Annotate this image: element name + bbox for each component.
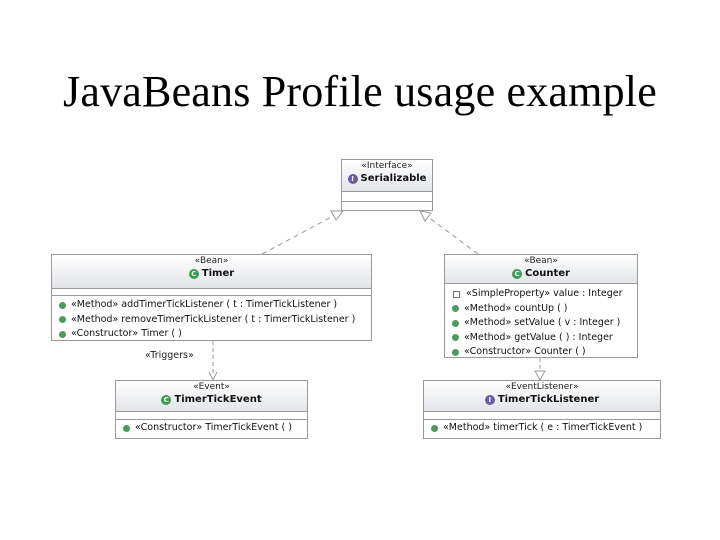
interface-icon: I — [347, 173, 358, 184]
timer-name: Timer — [201, 268, 235, 279]
attribute: «SimpleProperty» value : Integer — [452, 287, 637, 302]
class-timer-tick-event[interactable]: «Event» C TimerTickEvent «Constructor» T… — [115, 380, 308, 439]
class-icon: C — [512, 268, 523, 279]
serializable-arrowhead-right — [419, 210, 432, 222]
property-icon — [453, 290, 460, 298]
timer-tick-event-name: TimerTickEvent — [174, 394, 262, 405]
method-icon — [59, 330, 66, 338]
timer-realizes-serializable-line — [261, 214, 336, 255]
operation: «Constructor» TimerTickEvent ( ) — [123, 421, 307, 436]
operation: «Method» setValue ( v : Integer ) — [452, 316, 637, 331]
operation: «Method» countUp ( ) — [452, 302, 637, 317]
counter-stereotype: «Bean» — [524, 256, 558, 266]
counter-name: Counter — [525, 268, 570, 279]
timer-stereotype: «Bean» — [194, 256, 229, 266]
class-counter[interactable]: «Bean» C Counter «SimpleProperty» value … — [444, 254, 638, 358]
timer-tick-event-operations: «Constructor» TimerTickEvent ( ) — [116, 420, 307, 438]
method-icon — [123, 424, 130, 432]
class-icon: C — [161, 394, 172, 405]
operation: «Constructor» Timer ( ) — [59, 327, 371, 342]
class-timer-tick-listener[interactable]: «EventListener» I TimerTickListener «Met… — [423, 380, 661, 439]
method-icon — [452, 334, 459, 342]
timer-tick-listener-name: TimerTickListener — [497, 394, 600, 405]
timer-operations: «Method» addTimerTickListener ( t : Time… — [52, 296, 371, 344]
listener-arrowhead — [534, 370, 546, 382]
method-icon — [59, 301, 66, 309]
serializable-stereotype: «Interface» — [361, 161, 413, 171]
event-listener-stereotype: «EventListener» — [505, 382, 579, 392]
counter-realizes-serializable-line — [427, 216, 479, 255]
class-timer[interactable]: «Bean» C Timer «Method» addTimerTickList… — [51, 254, 372, 341]
counter-members: «SimpleProperty» value : Integer «Method… — [445, 284, 637, 362]
event-stereotype: «Event» — [193, 382, 230, 392]
method-icon — [452, 348, 459, 356]
operation: «Constructor» Counter ( ) — [452, 345, 637, 360]
class-icon: C — [188, 268, 199, 279]
timer-tick-listener-operations: «Method» timerTick ( e : TimerTickEvent … — [424, 420, 660, 438]
operation: «Method» getValue ( ) : Integer — [452, 331, 637, 346]
method-icon — [452, 305, 459, 313]
method-icon — [59, 316, 66, 324]
interface-icon: I — [484, 394, 495, 405]
triggers-label: «Triggers» — [145, 350, 194, 361]
operation: «Method» addTimerTickListener ( t : Time… — [59, 298, 371, 313]
method-icon — [452, 319, 459, 327]
slide-title: JavaBeans Profile usage example — [63, 67, 657, 116]
class-serializable[interactable]: «Interface» I Serializable — [341, 159, 433, 211]
operation: «Method» timerTick ( e : TimerTickEvent … — [431, 421, 660, 436]
serializable-name: Serializable — [360, 173, 427, 184]
method-icon — [431, 424, 438, 432]
serializable-arrowhead-left — [330, 210, 345, 221]
operation: «Method» removeTimerTickListener ( t : T… — [59, 313, 371, 328]
